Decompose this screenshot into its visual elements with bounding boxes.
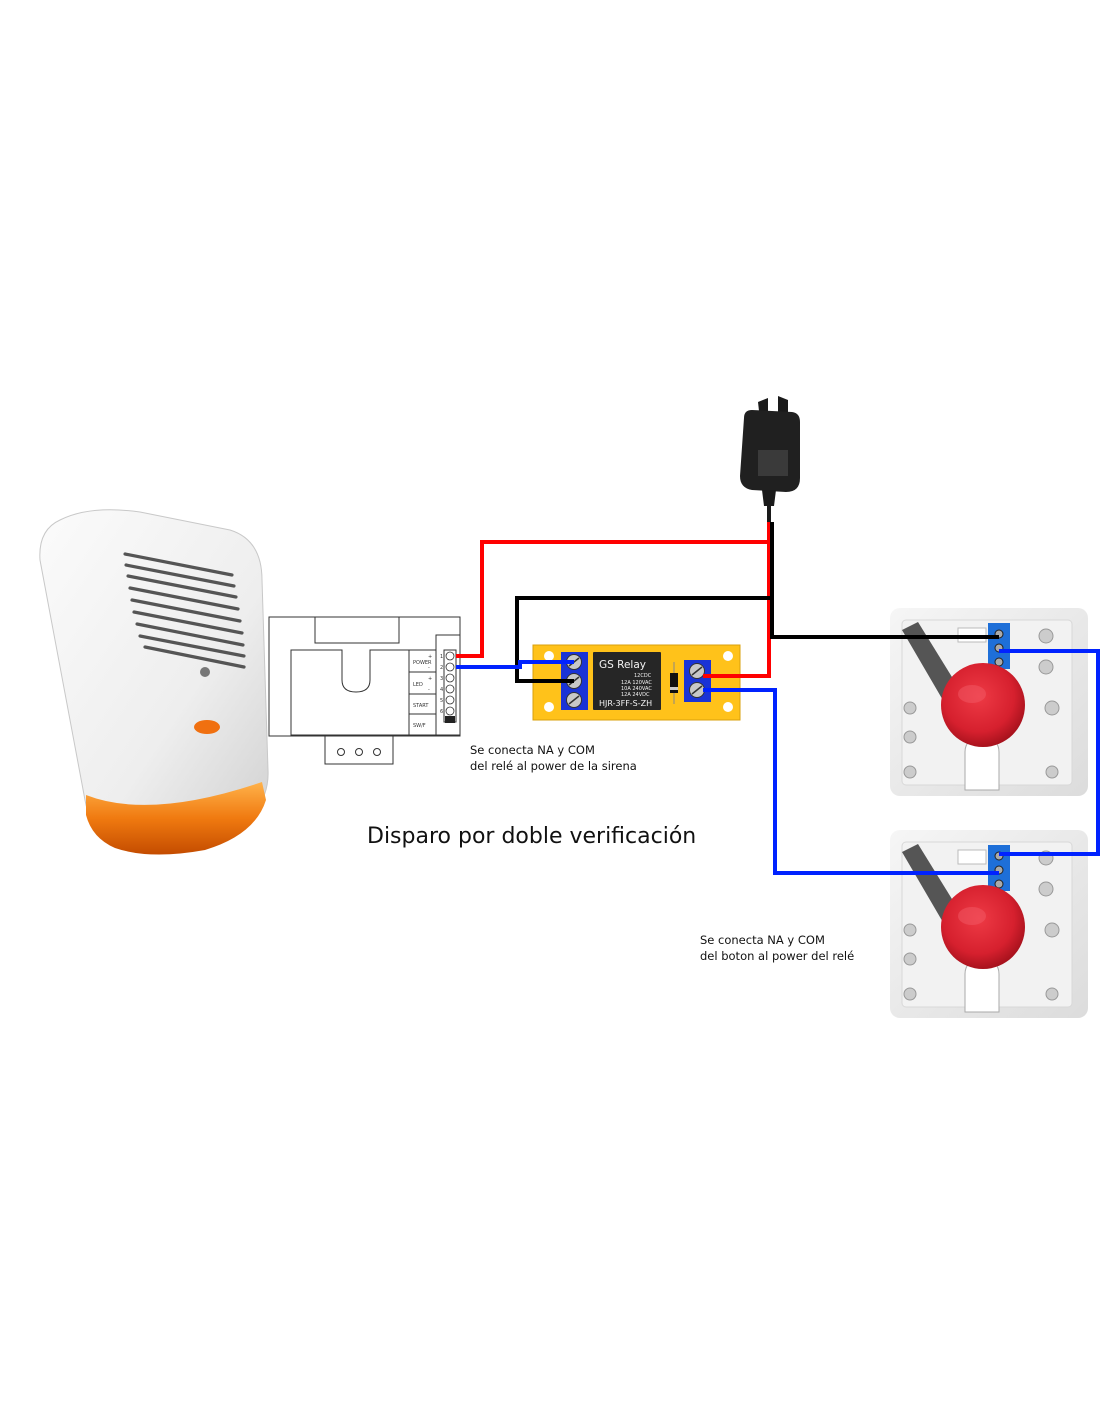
wire-red-siren	[456, 540, 769, 658]
siren-board	[268, 616, 461, 765]
relay-mount-hole	[544, 702, 554, 712]
relay-brand: GS Relay	[599, 659, 646, 671]
relay-model: HJR-3FF-S-ZH	[599, 699, 652, 708]
relay-body	[593, 652, 661, 710]
relay-mount-hole	[723, 651, 733, 661]
relay-mount-hole	[544, 651, 554, 661]
note-button-line-2: del boton al power del relé	[700, 949, 854, 963]
wire-black-relay	[515, 522, 774, 683]
siren-sign: -	[428, 665, 430, 671]
relay-diode	[670, 662, 678, 704]
siren-dip-switch	[445, 716, 455, 723]
siren-terminal	[445, 662, 455, 672]
siren-terminal	[445, 673, 455, 683]
panic-button-2	[890, 830, 1088, 1018]
siren-terminal-number: 2	[440, 665, 443, 671]
siren-label-power: POWER	[413, 660, 432, 666]
note-button-line-1: Se conecta NA y COM	[700, 933, 825, 947]
siren-terminal	[445, 695, 455, 705]
wire-blue-button-link	[999, 649, 1100, 856]
siren-terminal-number: 4	[440, 687, 443, 693]
siren-label-start: START	[413, 703, 429, 709]
relay-rating: 10A 240VAC	[621, 686, 652, 692]
siren-terminal-number: 3	[440, 676, 443, 682]
wire-blue-relay	[703, 688, 999, 875]
siren-sign: +	[428, 676, 432, 682]
note-relay-line-1: Se conecta NA y COM	[470, 743, 595, 757]
power-adapter	[740, 396, 800, 522]
button-cap	[941, 885, 1025, 969]
siren-label-swf: SW/F	[413, 723, 426, 729]
diagram-title: Disparo por doble verificación	[367, 824, 696, 849]
siren-terminal-number: 1	[440, 654, 443, 660]
relay-rating: 12A 120VAC	[621, 680, 652, 686]
siren-grille	[123, 552, 246, 669]
relay-rating: 12A 24VDC	[621, 692, 650, 698]
siren	[39, 509, 269, 855]
siren-led	[194, 720, 220, 734]
button-cap	[941, 663, 1025, 747]
siren-terminal	[445, 706, 455, 716]
siren-sign: +	[428, 654, 432, 660]
siren-terminal	[445, 651, 455, 661]
wire-red-adapter	[703, 522, 771, 678]
wire-black-button	[770, 598, 999, 639]
siren-lens	[86, 782, 266, 855]
siren-sign: -	[428, 687, 430, 693]
panic-button-1	[890, 608, 1088, 796]
siren-label-led: LED	[413, 682, 423, 688]
wire-blue-siren	[456, 660, 574, 669]
siren-board-terminals: 1 2 3 4 5 6 POWER LED START SW/F + - + -	[413, 651, 455, 729]
siren-terminal-number: 5	[440, 698, 443, 704]
siren-terminal-number: 6	[440, 709, 443, 715]
relay-rating: 12CDC	[634, 673, 652, 679]
note-relay-line-2: del relé al power de la sirena	[470, 759, 637, 773]
siren-screw	[200, 667, 210, 677]
siren-terminal	[445, 684, 455, 694]
relay-mount-hole	[723, 702, 733, 712]
